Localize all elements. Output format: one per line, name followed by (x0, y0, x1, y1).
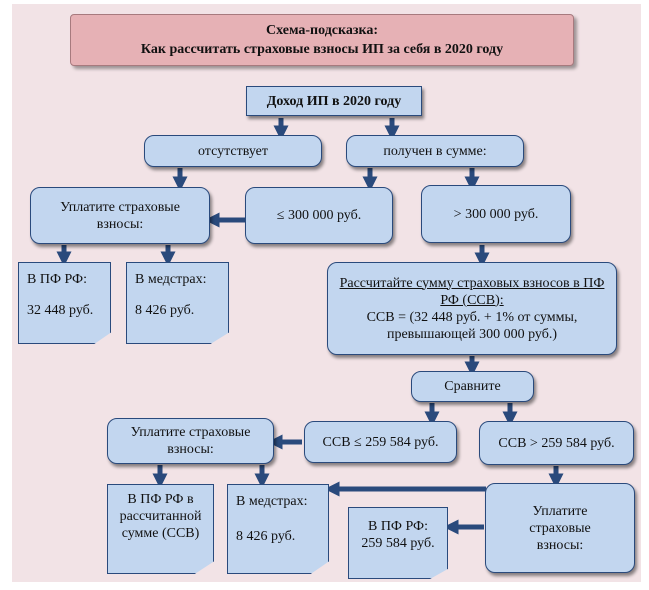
diagram-title: Схема-подсказка: Как рассчитать страховы… (70, 14, 574, 66)
pf-fixed-doc: В ПФ РФ: 32 448 руб. (18, 262, 111, 344)
calc-formula: ССВ = (32 448 руб. + 1% от суммы, превыш… (366, 309, 578, 342)
calc-title: Рассчитайте сумму страховых взносов в ПФ… (339, 275, 605, 308)
pay-max-box: Уплатите страховые взносы: (485, 483, 635, 573)
med-fixed-label: В медстрах: (135, 272, 207, 287)
pf-calc-label: В ПФ РФ в рассчитанной сумме (ССВ) (119, 492, 202, 541)
pf-max-value: 259 584 руб. (361, 536, 435, 551)
compare-label: Сравните (444, 379, 501, 394)
pf-max-doc: В ПФ РФ: 259 584 руб. (348, 507, 448, 579)
pay-calc-label: Уплатите страховые взносы: (130, 425, 251, 457)
le-300-label: ≤ 300 000 руб. (276, 208, 362, 223)
absent-label: отсутствует (197, 143, 269, 159)
med-calc-label: В медстрах: (236, 494, 308, 509)
pf-fixed-label: В ПФ РФ: (27, 272, 88, 287)
ssv-le-label: ССВ ≤ 259 584 руб. (322, 434, 439, 450)
absent-box: отсутствует (144, 135, 322, 167)
med-fixed-value: 8 426 руб. (135, 303, 195, 318)
received-box: получен в сумме: (346, 135, 524, 167)
compare-box: Сравните (411, 371, 534, 402)
received-label: получен в сумме: (383, 143, 487, 159)
med-fixed-doc: В медстрах: 8 426 руб. (126, 262, 229, 344)
pf-calc-doc: В ПФ РФ в рассчитанной сумме (ССВ) (107, 484, 214, 574)
pf-max-label: В ПФ РФ: (367, 519, 428, 534)
le-300-box: ≤ 300 000 руб. (245, 187, 393, 244)
title-line-2: Как рассчитать страховые взносы ИП за се… (140, 42, 504, 57)
ssv-le-box: ССВ ≤ 259 584 руб. (304, 421, 457, 463)
gt-300-label: > 300 000 руб. (453, 206, 539, 222)
pay-fixed-box: Уплатите страховые взносы: (30, 187, 210, 244)
med-calc-value: 8 426 руб. (236, 529, 296, 544)
calc-box: Рассчитайте сумму страховых взносов в ПФ… (327, 262, 617, 355)
income-box: Доход ИП в 2020 году (246, 86, 422, 116)
pay-max-label: Уплатите страховые взносы: (529, 503, 591, 553)
ssv-gt-label: ССВ > 259 584 руб. (498, 435, 615, 451)
pf-fixed-value: 32 448 руб. (27, 303, 94, 318)
med-calc-doc: В медстрах: 8 426 руб. (227, 484, 329, 574)
title-line-1: Схема-подсказка: (265, 23, 379, 38)
gt-300-box: > 300 000 руб. (421, 185, 571, 243)
pay-fixed-label: Уплатите страховые взносы: (60, 199, 180, 232)
income-label: Доход ИП в 2020 году (266, 93, 402, 109)
ssv-gt-box: ССВ > 259 584 руб. (479, 421, 634, 465)
pay-calc-box: Уплатите страховые взносы: (107, 418, 274, 464)
